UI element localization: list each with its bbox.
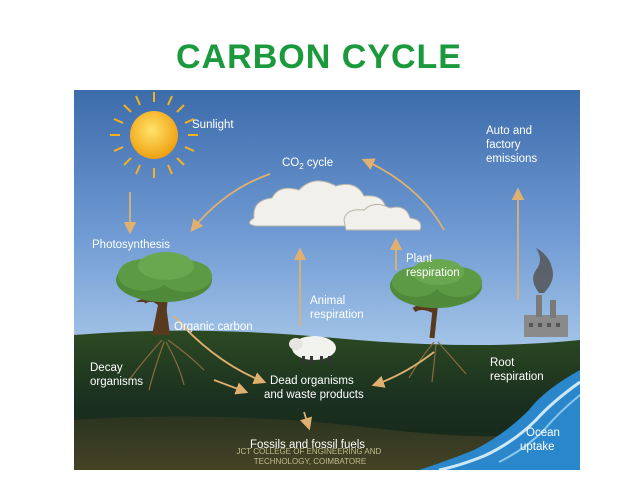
factory-icon [524, 248, 568, 337]
carbon-cycle-diagram: Sunlight CO2 cycle Auto and factory emis… [74, 90, 580, 470]
label-auto-line-1: Auto and [486, 125, 532, 137]
label-animal-respiration: Animal respiration [310, 295, 364, 321]
label-plant-line-1: Plant [406, 253, 433, 265]
label-auto-line-2: factory [486, 139, 521, 151]
arrow-co2-to-photosynthesis [190, 173, 271, 232]
arrow-emissions-to-co2 [361, 158, 445, 231]
label-dead-organisms: Dead organisms and waste products [264, 375, 364, 401]
label-sunlight: Sunlight [192, 119, 234, 131]
label-decay-line-1: Decay [90, 362, 123, 374]
watermark-line-1: JCT COLLEGE OF ENGINEERING AND [236, 447, 381, 456]
label-co2: CO [282, 157, 299, 169]
soil-layer [74, 416, 580, 470]
label-plant-line-2: respiration [406, 267, 460, 279]
label-animal-line-2: respiration [310, 309, 364, 321]
sun-icon [110, 92, 198, 178]
label-co2-rest: cycle [304, 157, 333, 169]
label-plant-respiration: Plant respiration [406, 253, 460, 279]
label-root-line-2: respiration [490, 371, 544, 383]
label-decay-organisms: Decay organisms [90, 362, 143, 388]
label-auto-emissions: Auto and factory emissions [486, 125, 537, 165]
label-root-line-1: Root [490, 357, 515, 369]
label-photosynthesis: Photosynthesis [92, 239, 170, 251]
label-dead-line-1: Dead organisms [270, 375, 354, 387]
arrow-dead-to-fossils [299, 411, 313, 431]
label-fossils: Fossils and fossil fuels [250, 439, 365, 451]
label-ocean-line-1: Ocean [526, 427, 560, 439]
arrow-organic-to-dead [173, 315, 267, 385]
slide-title: CARBON CYCLE [176, 38, 462, 76]
label-animal-line-1: Animal [310, 295, 345, 307]
arrow-root-to-dead [371, 351, 435, 388]
cycle-arrows [123, 158, 525, 431]
ocean [419, 370, 580, 470]
label-ocean-uptake: Ocean uptake [520, 427, 563, 453]
watermark: JCT COLLEGE OF ENGINEERING AND TECHNOLOG… [236, 447, 383, 466]
label-auto-line-3: emissions [486, 153, 537, 165]
label-decay-line-2: organisms [90, 376, 143, 388]
label-ocean-line-2: uptake [520, 441, 555, 453]
cloud-icon [249, 180, 422, 231]
arrow-decay-to-dead [213, 379, 249, 395]
label-root-respiration: Root respiration [490, 357, 544, 383]
label-co2-subscript: 2 [299, 162, 304, 171]
left-tree-icon [116, 252, 212, 391]
right-tree-icon [390, 259, 482, 383]
watermark-line-2: TECHNOLOGY, COIMBATORE [254, 457, 366, 466]
label-dead-line-2: and waste products [264, 389, 364, 401]
label-co2-cycle: CO2 cycle [282, 157, 333, 171]
label-organic-carbon: Organic carbon [174, 321, 253, 333]
sheep-icon [289, 336, 336, 364]
